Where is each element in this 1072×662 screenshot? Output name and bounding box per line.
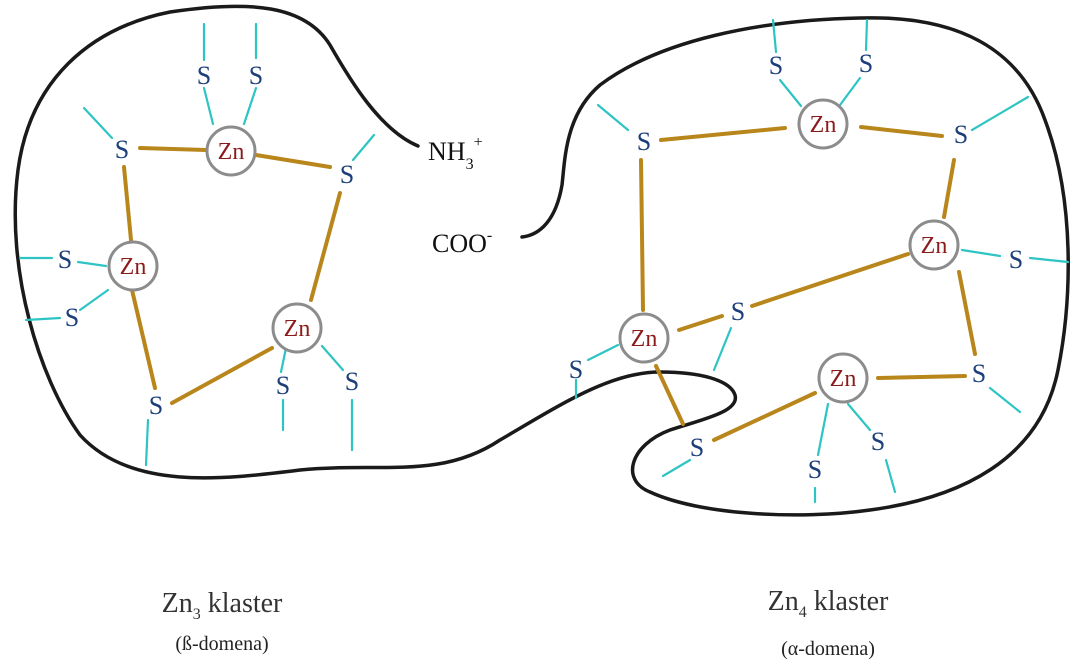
zn-label: Zn <box>631 326 658 352</box>
s-label: S <box>197 61 211 90</box>
s-label: S <box>1009 245 1023 274</box>
alpha-cluster-title: Zn4 klaster <box>768 586 889 621</box>
protein-backbone <box>13 4 1070 517</box>
zn-label: Zn <box>921 233 948 259</box>
zn-label: Zn <box>830 366 857 392</box>
s-label: S <box>808 455 822 484</box>
s-label: S <box>340 160 354 189</box>
n-terminus-label: NH3+ <box>428 134 483 173</box>
zn-label: Zn <box>218 139 245 165</box>
beta-cluster-title: Zn3 klaster <box>162 588 283 623</box>
zn-label: Zn <box>284 316 311 342</box>
s-label: S <box>954 120 968 149</box>
s-label: S <box>249 61 263 90</box>
zn-atom: Zn <box>205 125 257 177</box>
alpha-domain-label: (α-domena) <box>781 638 875 660</box>
s-label: S <box>690 433 704 462</box>
zn-atom: Zn <box>908 219 960 271</box>
zn-atom: Zn <box>817 352 869 404</box>
s-label: S <box>276 371 290 400</box>
s-label: S <box>871 427 885 456</box>
s-label: S <box>58 245 72 274</box>
c-terminus-label: COO- <box>432 227 492 258</box>
zn-label: Zn <box>810 112 837 138</box>
s-label: S <box>65 303 79 332</box>
s-label: S <box>345 367 359 396</box>
zn-atom: Zn <box>271 302 323 354</box>
zn-s-bonds <box>122 125 977 442</box>
s-label: S <box>859 49 873 78</box>
cysteine-stubs <box>18 18 1070 504</box>
zn-atom: Zn <box>107 240 159 292</box>
beta-domain-label: (ß-domena) <box>175 633 268 655</box>
zn-atom: Zn <box>618 312 670 364</box>
s-label: S <box>569 355 583 384</box>
zn-label: Zn <box>120 254 147 280</box>
s-label: S <box>637 127 651 156</box>
s-label: S <box>731 297 745 326</box>
s-label: S <box>769 51 783 80</box>
s-label: S <box>972 359 986 388</box>
s-label: S <box>149 391 163 420</box>
zn-atom: Zn <box>797 98 849 150</box>
sulfur-atoms: S S S S S S S S S S S S S S S S S S S S <box>58 49 1023 484</box>
s-label: S <box>115 135 129 164</box>
zinc-atoms: Zn Zn Zn Zn Zn Zn Zn <box>107 98 960 404</box>
